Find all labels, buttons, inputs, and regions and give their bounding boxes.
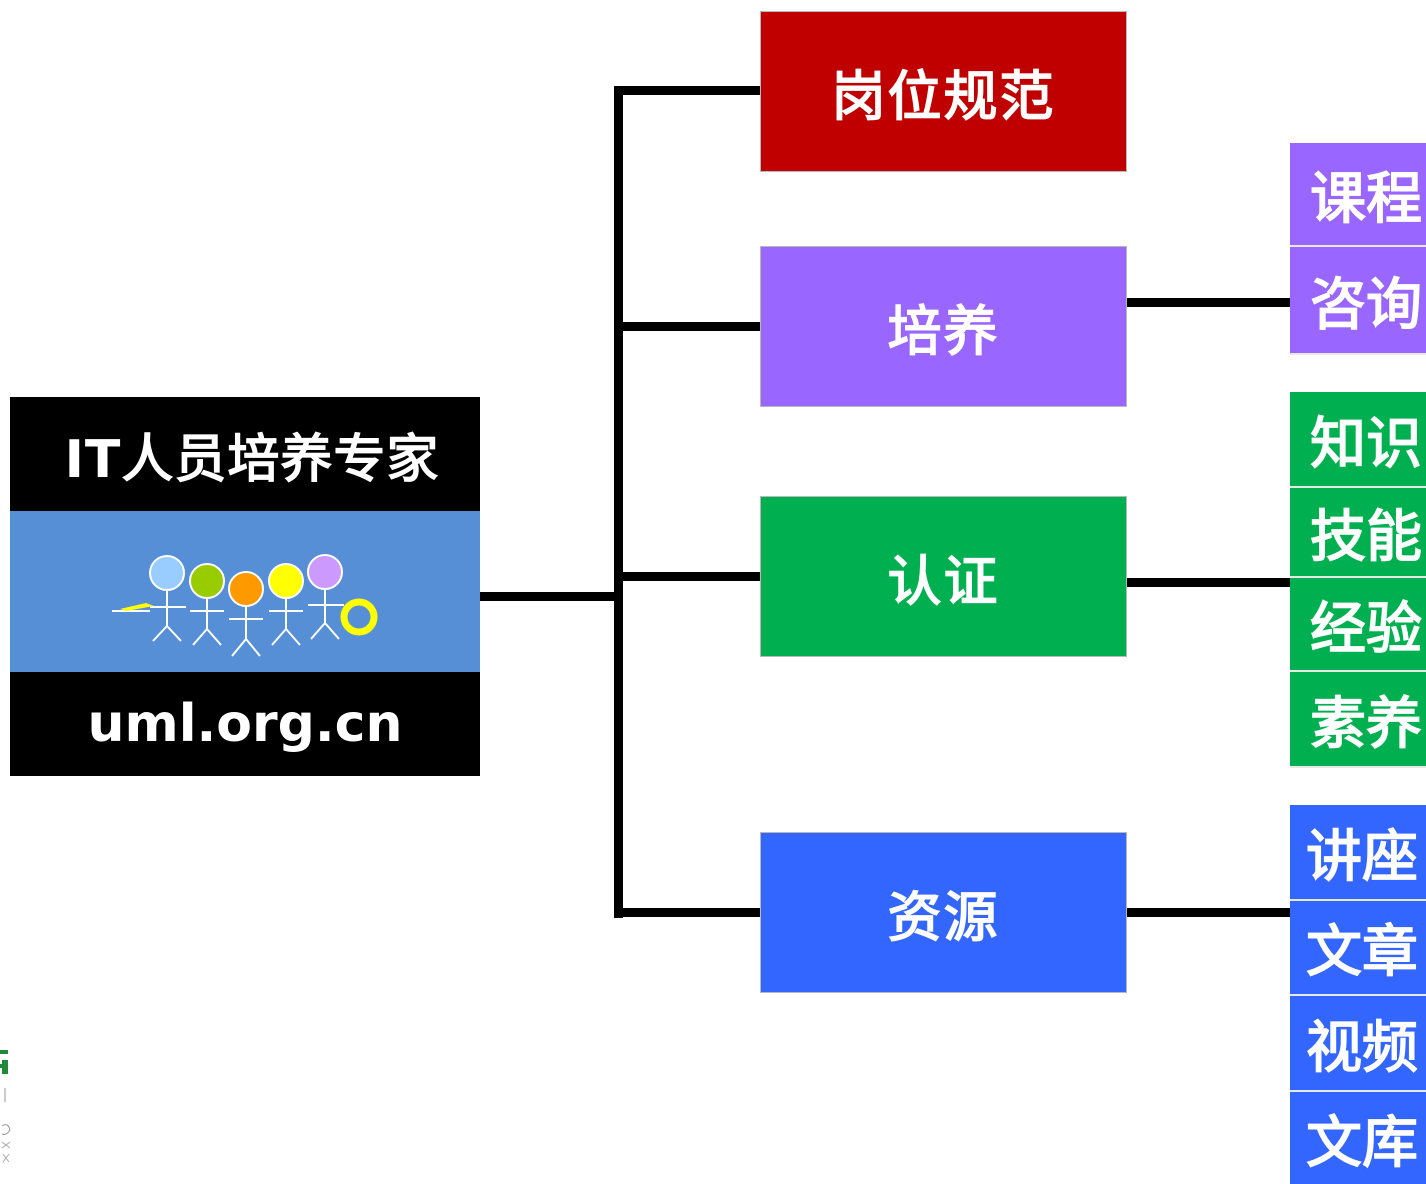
certification-item: 知识: [1290, 392, 1426, 488]
certification-item: 技能: [1290, 488, 1426, 578]
training-item: 咨询: [1290, 247, 1426, 355]
certification-item: 素养: [1290, 672, 1426, 768]
connector-certification-items: [1127, 578, 1290, 587]
connector-resources: [614, 908, 760, 917]
training-item-label: 课程: [1310, 166, 1422, 232]
resources-item: 文库: [1290, 1092, 1426, 1184]
connector-training: [614, 322, 760, 331]
node-training: 培养: [760, 246, 1127, 407]
resources-item-label: 文章: [1306, 920, 1418, 985]
resources-item-label: 视频: [1306, 1015, 1418, 1081]
node-post-label: 岗位规范: [831, 65, 1056, 128]
certification-item-label: 知识: [1310, 411, 1422, 477]
connector-certification: [614, 572, 760, 581]
certification-item: 经验: [1290, 578, 1426, 672]
logo-figure-band: [10, 511, 480, 672]
logo-title: IT人员培养专家: [64, 429, 440, 490]
connector-training-items: [1127, 298, 1290, 307]
connector-logo-trunk: [480, 592, 623, 601]
connector-post: [614, 86, 760, 95]
certification-item-label: 素养: [1310, 691, 1422, 757]
resources-item-label: 文库: [1306, 1110, 1418, 1176]
node-certification-label: 认证: [887, 550, 1000, 613]
node-certification: 认证: [760, 496, 1127, 657]
resources-item: 讲座: [1290, 805, 1426, 901]
connector-resources-items: [1127, 908, 1290, 917]
resources-item: 视频: [1290, 996, 1426, 1092]
training-item-label: 咨询: [1310, 272, 1422, 338]
logo-url: uml.org.cn: [87, 694, 403, 754]
resources-item: 文章: [1290, 901, 1426, 996]
logo-url-band: uml.org.cn: [10, 672, 480, 776]
resources-item-label: 讲座: [1306, 824, 1418, 890]
certification-item-label: 经验: [1310, 596, 1422, 662]
connector-trunk: [614, 86, 623, 918]
node-post: 岗位规范: [760, 11, 1127, 172]
node-resources-label: 资源: [887, 886, 1000, 949]
training-item: 课程: [1290, 143, 1426, 247]
logo-title-band: IT人员培养专家: [10, 397, 480, 511]
cropped-logo-fragment-icon: [0, 1050, 11, 1163]
certification-item-label: 技能: [1310, 504, 1422, 570]
node-training-label: 培养: [887, 300, 1000, 363]
stick-figures-logo-icon: [112, 554, 378, 657]
node-resources: 资源: [760, 832, 1127, 993]
